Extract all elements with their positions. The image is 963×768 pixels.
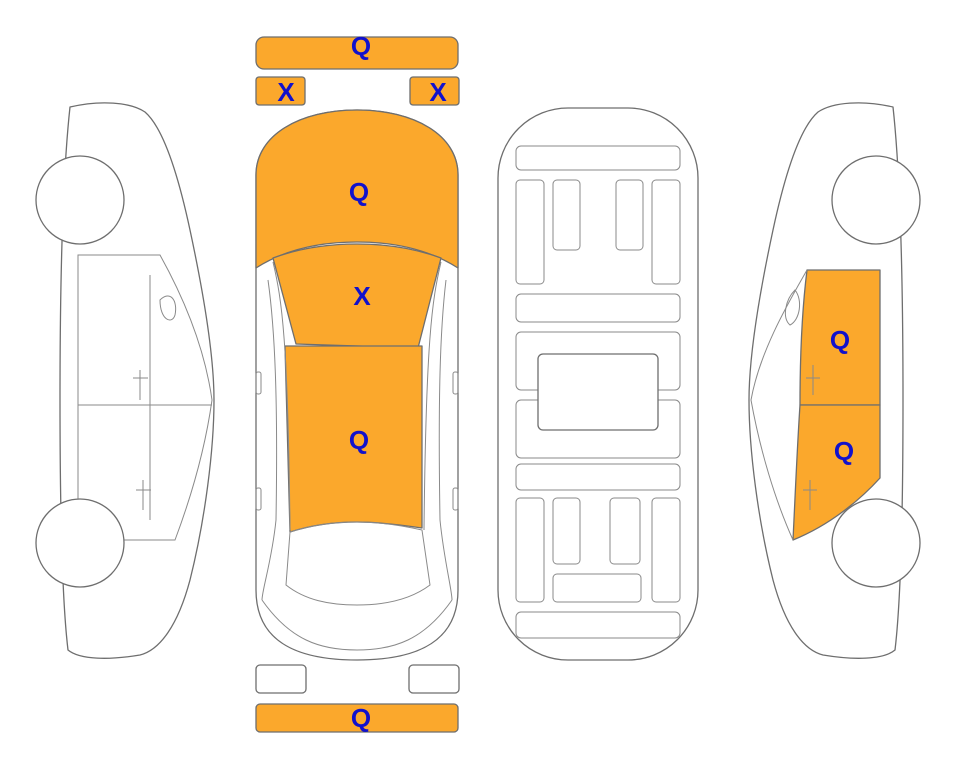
- trunk-line: [261, 599, 453, 651]
- left-headlight-panel: [255, 76, 306, 106]
- right-front-handle: [806, 365, 820, 395]
- under-rear-left: [515, 497, 545, 603]
- rear-bumper-mark: Q: [351, 703, 371, 733]
- left-mirror: [159, 295, 177, 321]
- under-front-left: [515, 179, 545, 285]
- left-rear-wheel: [35, 498, 125, 588]
- left-side-view: [35, 102, 215, 659]
- right-front-door-mark: Q: [830, 325, 850, 355]
- top-left-mirror: [255, 371, 262, 395]
- roof-mark: Q: [349, 425, 369, 455]
- front-bumper-panel: [255, 36, 459, 70]
- under-rear-inner-left: [552, 497, 581, 565]
- right-rear-handle: [803, 480, 817, 510]
- left-side-cabin: [77, 254, 213, 541]
- under-rear-inner-right: [609, 497, 641, 565]
- top-right-side-line: [438, 279, 453, 601]
- under-tunnel: [537, 353, 659, 431]
- left-rear-handle: [136, 480, 151, 510]
- left-front-wheel: [35, 155, 125, 245]
- right-headlight-mark: X: [429, 77, 447, 107]
- top-right-a-pillar: [423, 261, 442, 531]
- top-left-handle: [255, 487, 262, 511]
- right-side-glass: [750, 269, 808, 541]
- top-view: Q X X Q X Q Q: [255, 31, 460, 733]
- right-front-wheel: [831, 155, 921, 245]
- under-crossmember-rear: [515, 463, 681, 491]
- under-front-inner-right: [615, 179, 644, 251]
- hood-panel: [255, 109, 459, 269]
- underbody-outline: [497, 107, 699, 661]
- under-rear-bar: [515, 611, 681, 639]
- right-headlight-panel: [409, 76, 460, 106]
- under-rear-right: [651, 497, 681, 603]
- rear-window: [285, 521, 431, 606]
- rear-bumper-panel: [255, 703, 459, 733]
- left-side-body: [59, 102, 215, 659]
- top-left-side-line: [261, 279, 278, 601]
- left-taillight: [255, 664, 307, 694]
- right-rear-wheel: [831, 498, 921, 588]
- front-bumper-mark: Q: [351, 31, 371, 61]
- under-front-bar: [515, 145, 681, 171]
- right-mirror: [784, 289, 801, 326]
- top-right-mirror: [452, 371, 459, 395]
- left-front-handle: [133, 370, 148, 400]
- windshield-mark: X: [353, 281, 371, 311]
- under-exhaust-box: [552, 573, 642, 603]
- top-right-handle: [452, 487, 459, 511]
- windshield-panel: [272, 243, 442, 349]
- left-headlight-mark: X: [277, 77, 295, 107]
- underbody-view: [497, 107, 699, 661]
- under-crossmember-front: [515, 293, 681, 323]
- hood-mark: Q: [349, 177, 369, 207]
- top-left-a-pillar: [272, 261, 291, 531]
- right-taillight: [408, 664, 460, 694]
- under-front-inner-left: [552, 179, 581, 251]
- right-rear-door-panel: [792, 404, 881, 541]
- right-side-view: Q Q: [748, 102, 921, 659]
- right-rear-door-mark: Q: [834, 436, 854, 466]
- right-side-body: [748, 102, 904, 659]
- under-front-right: [651, 179, 681, 285]
